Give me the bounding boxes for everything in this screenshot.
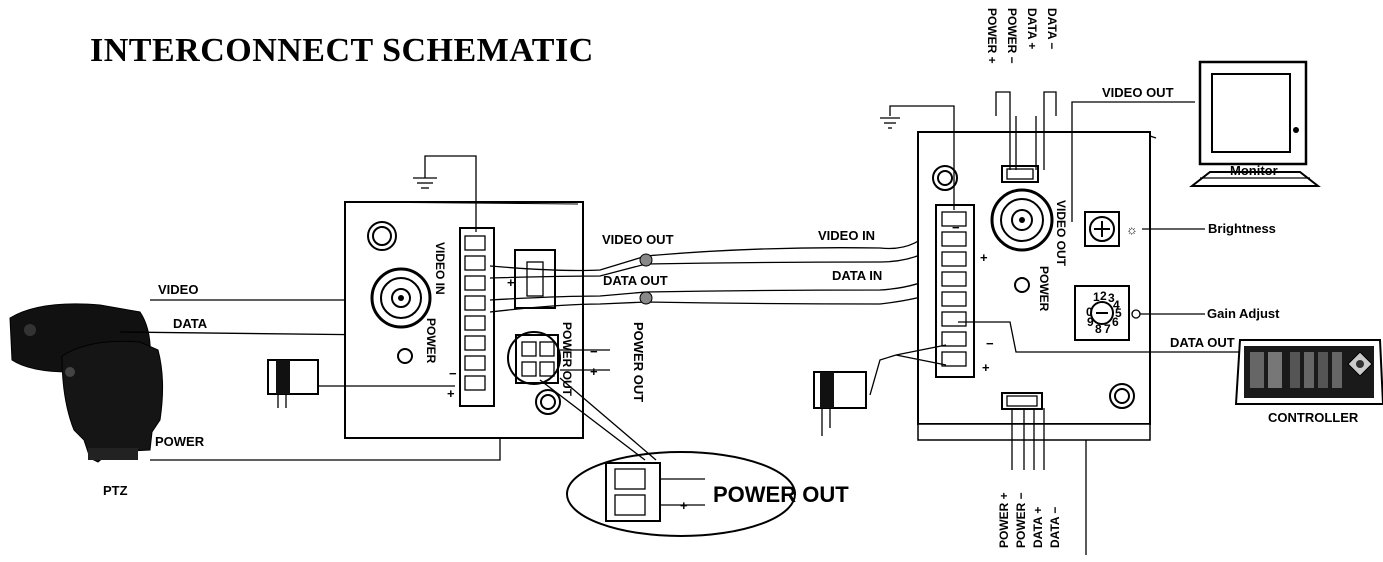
ground-icon (880, 105, 955, 210)
dial-digit: 5 (1115, 306, 1122, 320)
dial-digit: 4 (1113, 298, 1120, 312)
video-in-vertical-label: VIDEO IN (433, 242, 447, 295)
data-out-wire (958, 321, 1240, 353)
dial-digit: 2 (1100, 289, 1107, 303)
data-out-controller-label: DATA OUT (1170, 335, 1235, 350)
bottom-pin-label: DATA − (1048, 507, 1062, 548)
dial-digit: 0 (1086, 305, 1093, 319)
video-label: VIDEO (158, 282, 198, 297)
page-title: INTERCONNECT SCHEMATIC (90, 32, 594, 69)
dial-digit: 8 (1095, 322, 1102, 336)
gain-dial-icon (1074, 285, 1130, 341)
top-pin-label: POWER − (1005, 8, 1019, 64)
data-in-label: DATA IN (832, 268, 882, 283)
bnc-connector-icon (370, 267, 432, 329)
power-out-callout (566, 451, 796, 537)
terminal-block-right (935, 204, 975, 378)
ptz-camera-icon (9, 303, 164, 463)
video-out-label: VIDEO OUT (602, 232, 674, 247)
ptz-label: PTZ (103, 483, 128, 498)
dial-digit: 9 (1087, 315, 1094, 329)
top-pin-label: POWER + (985, 8, 999, 64)
minus-sign: − (986, 336, 994, 351)
data-out-label: DATA OUT (603, 273, 668, 288)
bottom-pin-wires (1011, 408, 1045, 470)
plus-sign: + (507, 275, 515, 290)
bnc-connector-icon (990, 188, 1054, 252)
monitor-icon (1189, 60, 1321, 187)
power-out-side-label: POWER OUT (631, 322, 646, 402)
terminal-block-left (459, 227, 495, 407)
data-label: DATA (173, 316, 208, 331)
plus-sign: + (980, 250, 988, 265)
video-out-vertical-label: VIDEO OUT (1054, 200, 1068, 267)
dial-digit: 6 (1112, 315, 1119, 329)
top-pin-wires (995, 91, 1057, 170)
transmitter-unit: + − + (344, 201, 584, 439)
power-out-vertical-label: POWER OUT (560, 322, 574, 397)
top-pin-label: DATA + (1025, 8, 1039, 49)
dial-digit: 3 (1108, 291, 1115, 305)
controller-icon (1234, 339, 1383, 405)
brightness-knob-icon (1084, 211, 1120, 247)
plus-sign: + (680, 498, 688, 513)
video-out-monitor-wire (1071, 101, 1195, 222)
controller-label: CONTROLLER (1268, 410, 1359, 425)
gain-adjust-label: Gain Adjust (1207, 306, 1280, 321)
video-cable (489, 225, 939, 279)
sun-icon: ☼ (1126, 222, 1138, 237)
bottom-pin-label: DATA + (1031, 507, 1045, 548)
video-in-label: VIDEO IN (818, 228, 875, 243)
top-pin-label: DATA − (1045, 8, 1059, 49)
power-adapter-icon (267, 359, 455, 408)
minus-sign: − (590, 344, 598, 359)
minus-sign: − (449, 366, 457, 381)
minus-sign: − (952, 220, 960, 235)
brightness-label: Brightness (1208, 221, 1276, 236)
plus-sign: + (447, 386, 455, 401)
data-cable (489, 274, 939, 313)
dial-digit: 7 (1104, 322, 1111, 336)
receiver-unit (917, 131, 1151, 441)
monitor-label: Monitor (1230, 163, 1278, 178)
power-out-big-label: POWER OUT (713, 482, 849, 507)
bottom-pin-label: POWER − (1014, 492, 1028, 548)
video-out-monitor-label: VIDEO OUT (1102, 85, 1174, 100)
bottom-pin-label: POWER + (997, 492, 1011, 548)
power-label: POWER (155, 434, 205, 449)
power-vertical-label: POWER (424, 318, 438, 364)
power-adapter-icon (813, 371, 867, 436)
plus-sign: + (590, 364, 598, 379)
ground-icon (413, 155, 477, 232)
power-vertical-label-right: POWER (1037, 266, 1051, 312)
plus-sign: + (982, 360, 990, 375)
dial-digit: 1 (1093, 290, 1100, 304)
